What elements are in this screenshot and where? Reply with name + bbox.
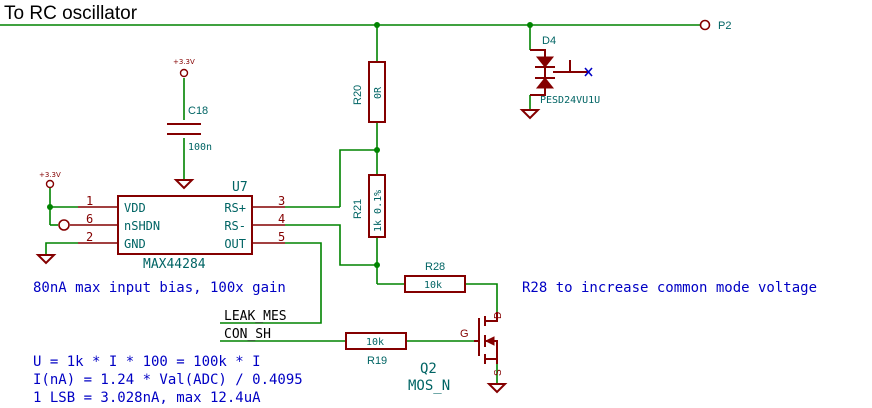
junction-r20-top: [374, 22, 380, 28]
note-eq2: I(nA) = 1.24 * Val(ADC) / 0.4095: [33, 372, 303, 388]
u7-pin-name: RS-: [224, 219, 246, 233]
wire-pin2-gnd: [45, 242, 78, 255]
page-title: To RC oscillator: [4, 3, 138, 24]
junctions: [47, 22, 533, 268]
u7-value: MAX44284: [143, 257, 206, 272]
net-label-con: CON_SH: [224, 327, 271, 342]
resistor-r21: R21 1k 0.1%: [352, 174, 386, 238]
r19-ref: R19: [367, 355, 387, 367]
net-label-leak: LEAK_MES: [224, 309, 287, 324]
ground-icon: [486, 383, 508, 394]
u7-pin-num: 5: [278, 230, 285, 244]
u7-pin-num: 3: [278, 194, 285, 208]
r19-body: [345, 332, 407, 350]
ground-icon: [35, 254, 57, 265]
d4-ref: D4: [542, 35, 556, 47]
c18-value: 100n: [188, 142, 212, 153]
r19-value: 10k: [366, 337, 384, 348]
note-bias: 80nA max input bias, 100x gain: [33, 280, 286, 296]
resistor-r20: R20 0R: [352, 61, 386, 123]
d4-value: PESD24VU1U: [540, 95, 600, 106]
wire-rs-minus: [285, 224, 377, 266]
note-eq1: U = 1k * I * 100 = 100k * I: [33, 354, 261, 370]
d4-triangle-lower: [535, 77, 555, 89]
u7-pin-num: 4: [278, 212, 285, 226]
u7-pin-name: GND: [124, 237, 146, 251]
r21-ref: R21: [352, 199, 364, 219]
r28-value: 10k: [424, 280, 442, 291]
d4-mid-pin: [553, 60, 571, 73]
u7-pin-name: VDD: [124, 201, 146, 215]
c18-ref: C18: [188, 105, 208, 117]
wire-out-leak: [220, 242, 322, 324]
r21-body: [368, 174, 386, 238]
port-p2-circle: [699, 19, 711, 31]
ground-icon: [519, 109, 541, 120]
mosfet-q2: G D S Q2 MOS_N: [408, 312, 504, 394]
q2-pin-g: G: [460, 328, 469, 340]
u7-ref: U7: [232, 180, 248, 195]
wire-r28-drain: [465, 283, 498, 312]
wire-rs-plus: [339, 149, 377, 207]
capacitor-c18: C18 100n: [167, 105, 212, 153]
resistor-r28: R28 10k: [404, 261, 466, 293]
junction-rs-minus: [374, 262, 380, 268]
port-p2-label: P2: [718, 20, 731, 32]
r20-ref: R20: [352, 85, 364, 105]
wires: [0, 24, 700, 384]
port-p2: P2: [699, 19, 731, 32]
u7-pin-name: RS+: [224, 201, 246, 215]
u7-pin-num: 6: [86, 212, 93, 226]
note-eq3: 1 LSB = 3.028nA, max 12.4uA: [33, 390, 261, 406]
q2-source-lead: [485, 358, 498, 364]
r20-body: [368, 61, 386, 123]
no-connect-icon: [584, 67, 593, 77]
resistor-r19: R19 10k: [345, 332, 407, 367]
power-label-c18: +3.3V: [173, 58, 195, 66]
note-r28: R28 to increase common mode voltage: [522, 280, 817, 296]
q2-arrow-icon: [484, 336, 495, 346]
ic-u7: 1 6 2 3 4 5 VDD nSHDN GND RS+ RS- OUT U7…: [58, 180, 285, 272]
q2-value: MOS_N: [408, 378, 450, 394]
power-3v3-c18: +3.3V: [173, 58, 195, 78]
power-3v3-u7: +3.3V: [39, 171, 61, 189]
junction-d4: [527, 22, 533, 28]
u7-pin-num: 1: [86, 194, 93, 208]
q2-pin-d: D: [493, 312, 504, 319]
power-circle-icon: [45, 179, 55, 189]
q2-pin-s: S: [493, 369, 504, 376]
q2-drain-lead: [485, 312, 498, 322]
ground-icon: [173, 179, 195, 190]
r21-value: 1k 0.1%: [373, 190, 384, 232]
junction-vdd: [47, 204, 53, 210]
r28-ref: R28: [425, 261, 445, 273]
r28-body: [404, 275, 466, 293]
q2-ref: Q2: [420, 361, 437, 377]
diode-d4: D4 PESD24VU1U: [530, 35, 600, 106]
u7-pin-name: nSHDN: [124, 219, 160, 233]
d4-triangle-upper: [535, 56, 555, 68]
u7-pin-name: OUT: [224, 237, 246, 251]
power-label-u7: +3.3V: [39, 171, 61, 179]
junction-rs-plus: [374, 147, 380, 153]
r20-value: 0R: [373, 86, 384, 99]
u7-pin-num: 2: [86, 230, 93, 244]
d4-frame: [530, 49, 546, 96]
power-circle-icon: [179, 68, 189, 78]
u7-pin6-inversion-icon: [58, 219, 70, 231]
